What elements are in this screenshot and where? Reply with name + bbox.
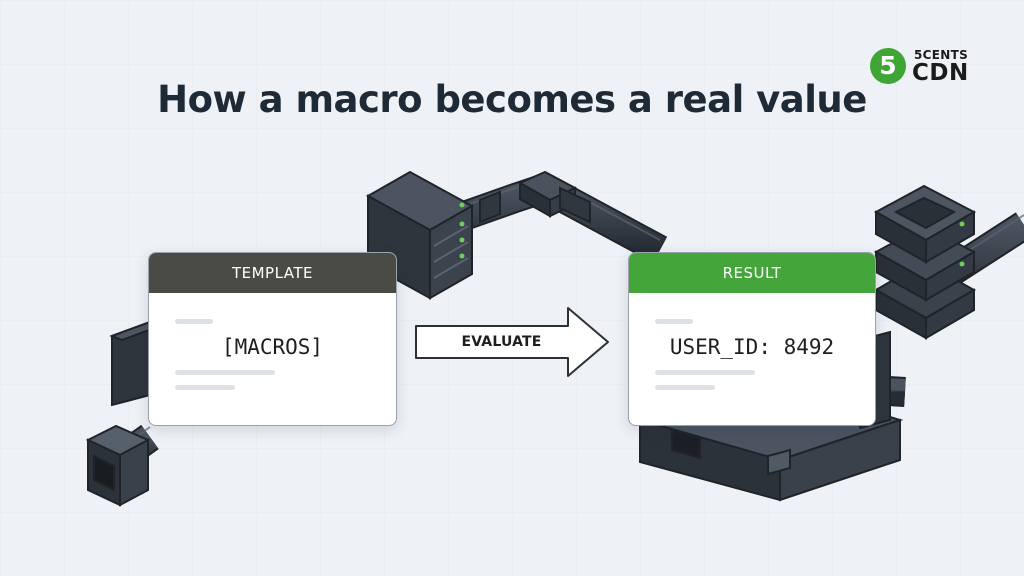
pipe-end-block [85, 424, 151, 507]
result-card-header: RESULT [629, 253, 875, 293]
template-card: TEMPLATE [MACROS] [148, 252, 397, 426]
server-stack-icon [873, 184, 977, 340]
placeholder-line [175, 385, 235, 390]
placeholder-line [655, 370, 755, 375]
logo-top-text: 5CENTS [914, 48, 969, 62]
placeholder-line [175, 370, 275, 375]
server-rack-icon [365, 170, 475, 300]
placeholder-line [655, 319, 693, 324]
result-card-code: USER_ID: 8492 [669, 335, 835, 359]
placeholder-line [175, 319, 213, 324]
template-card-header: TEMPLATE [149, 253, 396, 293]
evaluate-arrow-icon [415, 307, 609, 377]
logo-bottom-text: CDN [912, 60, 969, 86]
template-card-code: [MACROS] [221, 335, 324, 359]
logo-badge: 5 [870, 48, 906, 84]
page-title: How a macro becomes a real value [157, 78, 867, 121]
brand-logo: 5 5CENTS CDN [870, 46, 990, 88]
evaluate-label: EVALUATE [461, 334, 542, 350]
result-card: RESULT USER_ID: 8492 [628, 252, 876, 426]
placeholder-line [655, 385, 715, 390]
pipe-connector-icon [479, 170, 591, 224]
